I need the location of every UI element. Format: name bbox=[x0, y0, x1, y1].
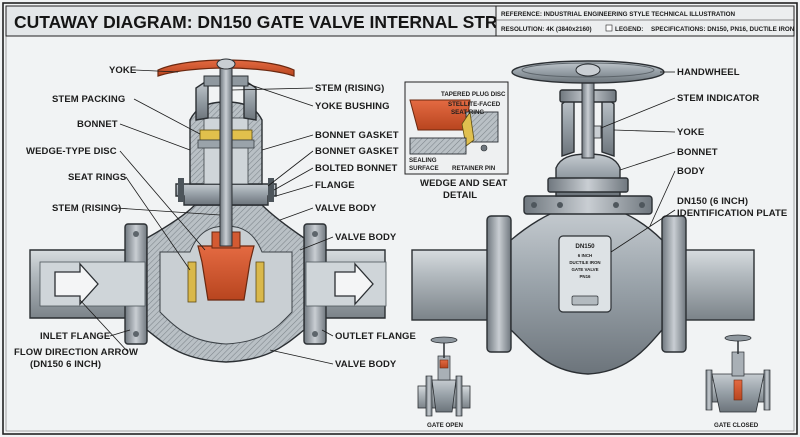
thumb-gate-closed: GATE CLOSED bbox=[705, 334, 771, 429]
label-valve-body-3: VALVE BODY bbox=[335, 359, 397, 370]
caption-gate-closed: GATE CLOSED bbox=[714, 422, 759, 429]
detail-caption-line1: WEDGE AND SEAT bbox=[420, 178, 508, 189]
label-dn150-6-inch: (DN150 6 INCH) bbox=[30, 359, 101, 370]
detail-retainer-pin: RETAINER PIN bbox=[452, 165, 496, 172]
plate-line2: 6 INCH bbox=[578, 253, 592, 258]
label-yoke: YOKE bbox=[109, 65, 136, 76]
label-valve-body: VALVE BODY bbox=[315, 203, 377, 214]
label-valve-body-2: VALVE BODY bbox=[335, 232, 397, 243]
plate-dn150: DN150 bbox=[575, 243, 595, 250]
legend-label: LEGEND: bbox=[615, 26, 643, 33]
wedge-seat-detail: TAPERED PLUG DISC STELLITE-FACED SEAT RI… bbox=[404, 81, 509, 201]
reference-block: REFERENCE: INDUSTRIAL ENGINEERING STYLE … bbox=[495, 5, 795, 37]
rising-stem bbox=[219, 61, 233, 247]
detail-caption-line2: DETAIL bbox=[443, 190, 477, 201]
label-inlet-flange: INLET FLANGE bbox=[40, 331, 110, 342]
stem-indicator bbox=[593, 125, 602, 139]
label-bonnet-gasket-2: BONNET GASKET bbox=[315, 146, 399, 157]
plate-line5: PN16 bbox=[580, 274, 592, 279]
label-bonnet: BONNET bbox=[77, 119, 118, 130]
detail-sealing: SEALING bbox=[409, 157, 437, 164]
legend-box-icon bbox=[605, 24, 613, 32]
wedge-disc bbox=[197, 245, 255, 301]
reference-line: REFERENCE: INDUSTRIAL ENGINEERING STYLE … bbox=[501, 11, 735, 18]
label-stem-rising: STEM (RISING) bbox=[315, 83, 384, 94]
identification-plate bbox=[558, 235, 612, 313]
flow-arrow-icon bbox=[54, 262, 99, 306]
caption-gate-open: GATE OPEN bbox=[427, 422, 464, 429]
label-handwheel: HANDWHEEL bbox=[677, 67, 740, 78]
detail-stellite-faced: STELLITE-FACED bbox=[448, 101, 501, 108]
yoke bbox=[561, 92, 575, 157]
label-identification-plate: IDENTIFICATION PLATE bbox=[677, 208, 787, 219]
page-title: CUTAWAY DIAGRAM: DN150 GATE VALVE INTERN… bbox=[14, 12, 570, 32]
label-bonnet-ext: BONNET bbox=[677, 147, 718, 158]
detail-surface: SURFACE bbox=[409, 165, 439, 172]
exterior-valve: DN150 6 INCH DUCTILE IRON GATE VALVE PN1… bbox=[411, 60, 755, 375]
title-block: CUTAWAY DIAGRAM: DN150 GATE VALVE INTERN… bbox=[5, 5, 570, 37]
label-yoke-ext: YOKE bbox=[677, 127, 704, 138]
label-outlet-flange: OUTLET FLANGE bbox=[335, 331, 416, 342]
maker-logo bbox=[571, 295, 599, 306]
flow-arrow-outlet-icon bbox=[334, 262, 374, 306]
cutaway-labels: YOKE STEM PACKING BONNET WEDGE-TYPE DISC… bbox=[14, 65, 416, 370]
detail-seat-ring: SEAT RING bbox=[451, 109, 484, 116]
exterior-labels: HANDWHEEL STEM INDICATOR YOKE BONNET BOD… bbox=[600, 67, 787, 253]
label-bonnet-gasket-1: BONNET GASKET bbox=[315, 130, 399, 141]
label-bolted-bonnet: BOLTED BONNET bbox=[315, 163, 397, 174]
label-dn150-6-inch-ext: DN150 (6 INCH) bbox=[677, 196, 748, 207]
plate-line4: GATE VALVE bbox=[571, 267, 598, 272]
label-stem-indicator: STEM INDICATOR bbox=[677, 93, 759, 104]
label-body-ext: BODY bbox=[677, 166, 705, 177]
label-stem-packing: STEM PACKING bbox=[52, 94, 125, 105]
thumb-gate-open: GATE OPEN bbox=[417, 336, 471, 429]
cutaway-valve bbox=[29, 58, 387, 363]
detail-tapered-plug-disc: TAPERED PLUG DISC bbox=[441, 91, 506, 98]
label-yoke-bushing: YOKE BUSHING bbox=[315, 101, 390, 112]
label-wedge-type-disc: WEDGE-TYPE DISC bbox=[26, 146, 117, 157]
label-flange: FLANGE bbox=[315, 180, 355, 191]
specifications-line: SPECIFICATIONS: DN150, PN16, DUCTILE IRO… bbox=[651, 26, 795, 33]
plate-line3: DUCTILE IRON bbox=[569, 260, 600, 265]
label-stem-rising-left: STEM (RISING) bbox=[52, 203, 121, 214]
resolution-line: RESOLUTION: 4K (3840x2160) bbox=[501, 26, 592, 33]
label-flow-direction-arrow: FLOW DIRECTION ARROW bbox=[14, 347, 138, 358]
label-seat-rings: SEAT RINGS bbox=[68, 172, 126, 183]
